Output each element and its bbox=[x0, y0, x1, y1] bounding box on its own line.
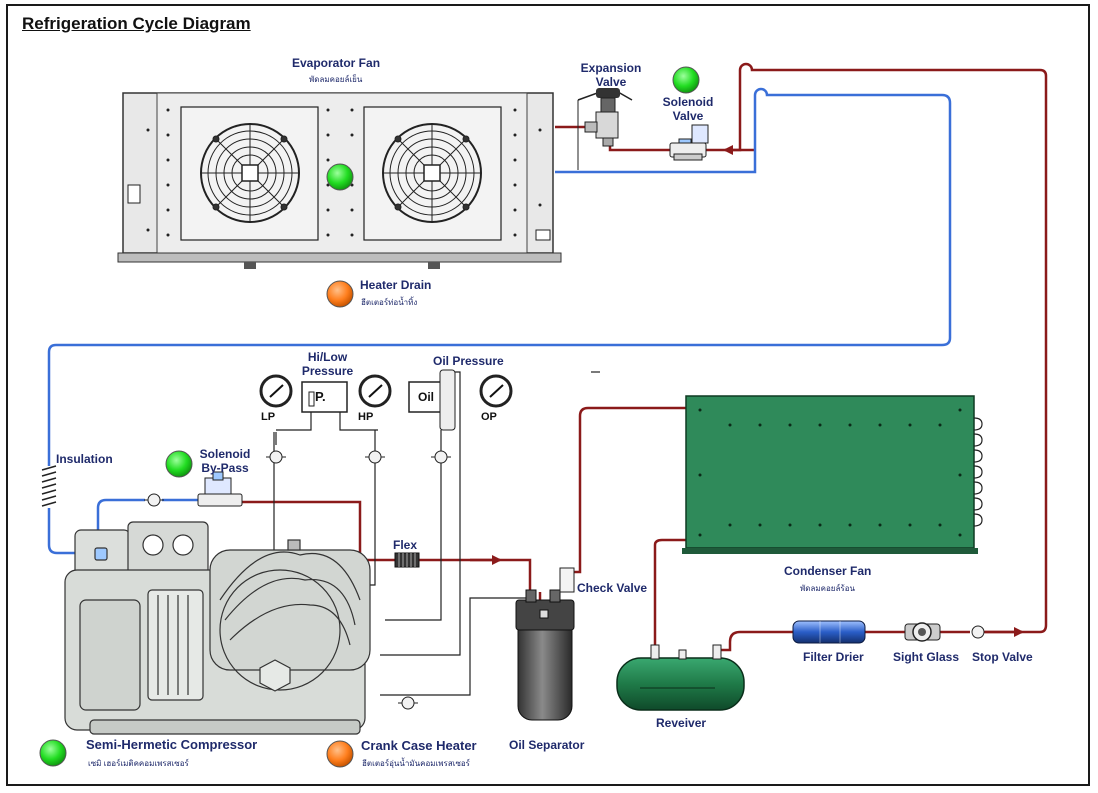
crank-case-heater-label: Crank Case Heater bbox=[361, 738, 477, 753]
oil-switch-label: Oil bbox=[418, 390, 435, 404]
filter-drier bbox=[792, 620, 866, 644]
status-light-crank-case-heater bbox=[326, 740, 354, 768]
stop-valve[interactable] bbox=[971, 625, 985, 639]
solenoid-bypass-valve[interactable] bbox=[197, 471, 243, 507]
evaporator-fan-label: Evaporator Fan bbox=[292, 56, 381, 70]
sight-glass bbox=[904, 622, 941, 642]
receiver-label: Reveiver bbox=[656, 716, 707, 730]
solenoid-valve-label: Solenoid Valve bbox=[662, 95, 714, 123]
compressor bbox=[64, 521, 371, 735]
hp-gauge bbox=[358, 374, 392, 408]
evaporator-fan-right bbox=[382, 123, 482, 223]
heater-drain-label-th: ฮีตเตอร์ท่อน้ำทิ้ง bbox=[361, 298, 418, 307]
sight-glass-label: Sight Glass bbox=[893, 650, 960, 664]
filter-drier-label: Filter Drier bbox=[803, 650, 864, 664]
status-light-solenoid-bypass bbox=[165, 450, 193, 478]
insulation bbox=[41, 465, 57, 508]
access-valves bbox=[144, 450, 451, 710]
flex-hose bbox=[394, 552, 420, 568]
solenoid-valve[interactable] bbox=[669, 124, 709, 161]
status-light-evaporator-fan bbox=[326, 163, 354, 191]
evaporator-fan-label-th: พัดลมคอยล์เย็น bbox=[309, 75, 363, 84]
hp-gauge-label: HP bbox=[358, 411, 374, 423]
condenser-unit bbox=[682, 395, 983, 554]
pressure-switch-label: P. bbox=[315, 389, 326, 404]
status-light-compressor bbox=[39, 739, 67, 767]
op-gauge bbox=[479, 374, 513, 408]
check-valve bbox=[559, 567, 575, 593]
compressor-label: Semi-Hermetic Compressor bbox=[86, 737, 258, 752]
oil-separator-label: Oil Separator bbox=[509, 738, 585, 752]
expansion-valve-label: Expansion Valve bbox=[580, 61, 642, 89]
condenser-fan-label-th: พัดลมคอยล์ร้อน bbox=[800, 584, 855, 593]
oil-separator bbox=[515, 589, 575, 721]
lp-gauge bbox=[259, 374, 293, 408]
condenser-fan-label: Condenser Fan bbox=[784, 564, 872, 578]
lp-gauge-label: LP bbox=[261, 411, 276, 423]
status-light-solenoid bbox=[672, 66, 700, 94]
op-gauge-label: OP bbox=[481, 411, 497, 423]
receiver bbox=[616, 644, 745, 711]
oil-pressure-label: Oil Pressure bbox=[433, 354, 504, 368]
stop-valve-label: Stop Valve bbox=[972, 650, 1033, 664]
status-light-heater-drain bbox=[326, 280, 354, 308]
expansion-valve[interactable] bbox=[577, 88, 633, 170]
flex-label: Flex bbox=[393, 538, 418, 552]
liquid-line bbox=[240, 62, 1048, 652]
heater-drain-label: Heater Drain bbox=[360, 278, 432, 292]
crank-case-heater-label-th: ฮีตเตอร์อุ่นน้ำมันคอมเพรสเซอร์ bbox=[362, 759, 470, 768]
hi-low-pressure-label: Hi/Low Pressure bbox=[301, 350, 354, 378]
solenoid-bypass-label: Solenoid By-Pass bbox=[199, 447, 251, 475]
insulation-label: Insulation bbox=[56, 452, 113, 466]
compressor-label-th: เซมิ เฮอร์เมติคคอมเพรสเซอร์ bbox=[88, 759, 189, 768]
evaporator-fan-left bbox=[200, 123, 300, 223]
check-valve-label: Check Valve bbox=[577, 581, 648, 595]
page-title: Refrigeration Cycle Diagram bbox=[22, 14, 251, 33]
